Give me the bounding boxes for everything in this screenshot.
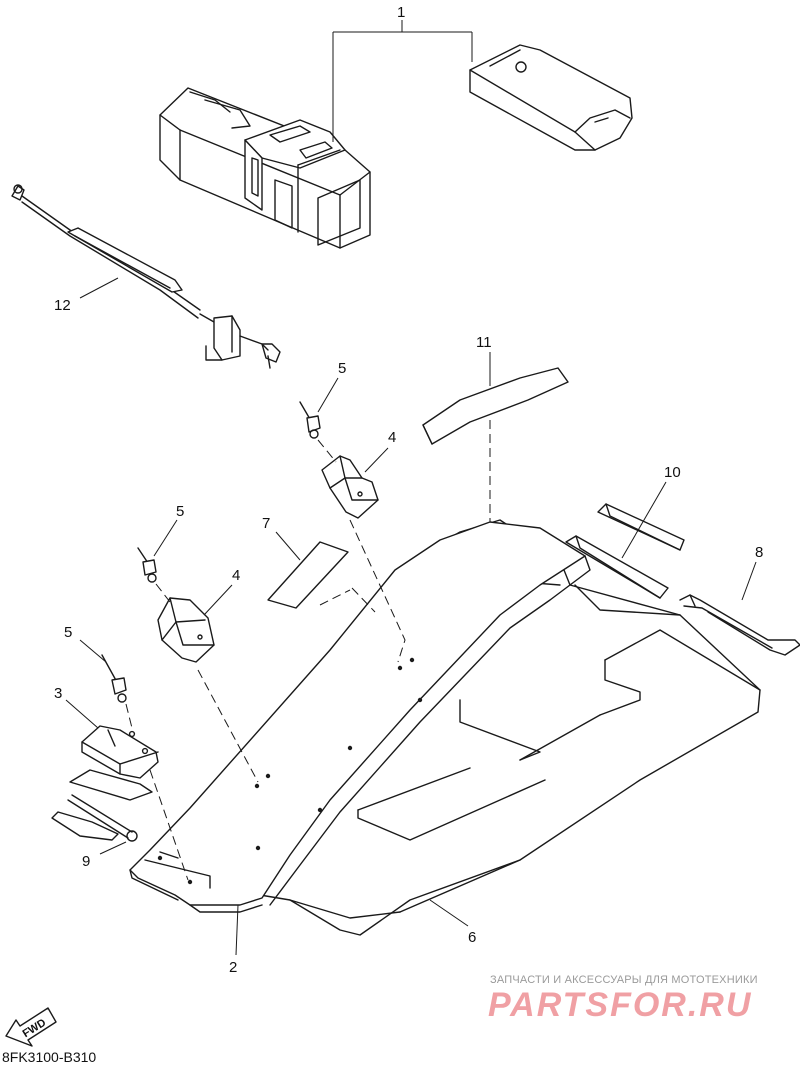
seat-lock-rod bbox=[679, 594, 800, 656]
lock-pin bbox=[51, 794, 138, 842]
callout-7-leader bbox=[275, 531, 301, 561]
callout-11: 11 bbox=[476, 334, 492, 351]
callout-2-leader bbox=[235, 904, 239, 956]
rivet-middle-dash bbox=[155, 583, 171, 603]
callout-5-lower: 5 bbox=[64, 624, 72, 641]
callout-7: 7 bbox=[262, 515, 270, 532]
watermark-logo: PARTSFOR.RU bbox=[488, 986, 753, 1024]
rivet-lower bbox=[101, 654, 127, 703]
watermark-caption: ЗАПЧАСТИ И АКСЕССУАРЫ ДЛЯ МОТОТЕХНИКИ bbox=[490, 974, 758, 986]
callout-10-leader bbox=[621, 481, 667, 559]
bracket-lower bbox=[157, 597, 215, 663]
callout-8: 8 bbox=[755, 544, 763, 561]
seat-lock-cable bbox=[11, 184, 281, 369]
seat-edge-trim bbox=[565, 535, 669, 599]
rivet-upper-dash bbox=[317, 439, 337, 463]
damper-strip bbox=[597, 503, 685, 551]
callout-1: 1 bbox=[397, 4, 405, 21]
rivet-lower-dash bbox=[125, 703, 133, 729]
callout-6-leader bbox=[429, 899, 469, 927]
callout-12-leader bbox=[79, 277, 119, 299]
callout-1-leader bbox=[332, 20, 473, 142]
bracket-upper bbox=[321, 455, 379, 519]
seat-hook-dash bbox=[149, 769, 189, 881]
callout-9-leader bbox=[99, 841, 127, 855]
callout-5-lower-leader bbox=[79, 639, 107, 663]
seat-base-plate bbox=[129, 521, 591, 913]
callout-5-upper-leader bbox=[317, 377, 339, 413]
callout-3-leader bbox=[65, 699, 99, 729]
callout-5-middle-leader bbox=[153, 519, 178, 557]
callout-7-dash bbox=[319, 587, 376, 613]
rivet-middle bbox=[137, 547, 157, 583]
tool-pouch bbox=[469, 44, 633, 151]
rivet-upper bbox=[299, 401, 321, 439]
callout-6: 6 bbox=[468, 929, 476, 946]
callout-4-lower-leader bbox=[203, 584, 233, 616]
fwd-arrow-icon: FWD bbox=[5, 1007, 57, 1047]
callout-12: 12 bbox=[54, 297, 71, 314]
callout-10: 10 bbox=[664, 464, 681, 481]
diagram-code: 8FK3100-B310 bbox=[2, 1049, 97, 1065]
callout-4-upper: 4 bbox=[388, 429, 396, 446]
callout-9: 9 bbox=[82, 853, 90, 870]
seat-strip bbox=[422, 367, 569, 445]
callout-2: 2 bbox=[229, 959, 237, 976]
callout-5-upper: 5 bbox=[338, 360, 346, 377]
caution-label bbox=[267, 541, 349, 609]
callout-3: 3 bbox=[54, 685, 62, 702]
callout-5-middle: 5 bbox=[176, 503, 184, 520]
seat-hook bbox=[69, 725, 159, 801]
tool-kit-bag bbox=[159, 87, 371, 249]
bracket-lower-dash bbox=[197, 669, 259, 783]
callout-4-upper-leader bbox=[364, 447, 389, 473]
callout-8-leader bbox=[741, 561, 757, 601]
bracket-upper-dash bbox=[349, 519, 406, 663]
callout-4-lower: 4 bbox=[232, 567, 240, 584]
